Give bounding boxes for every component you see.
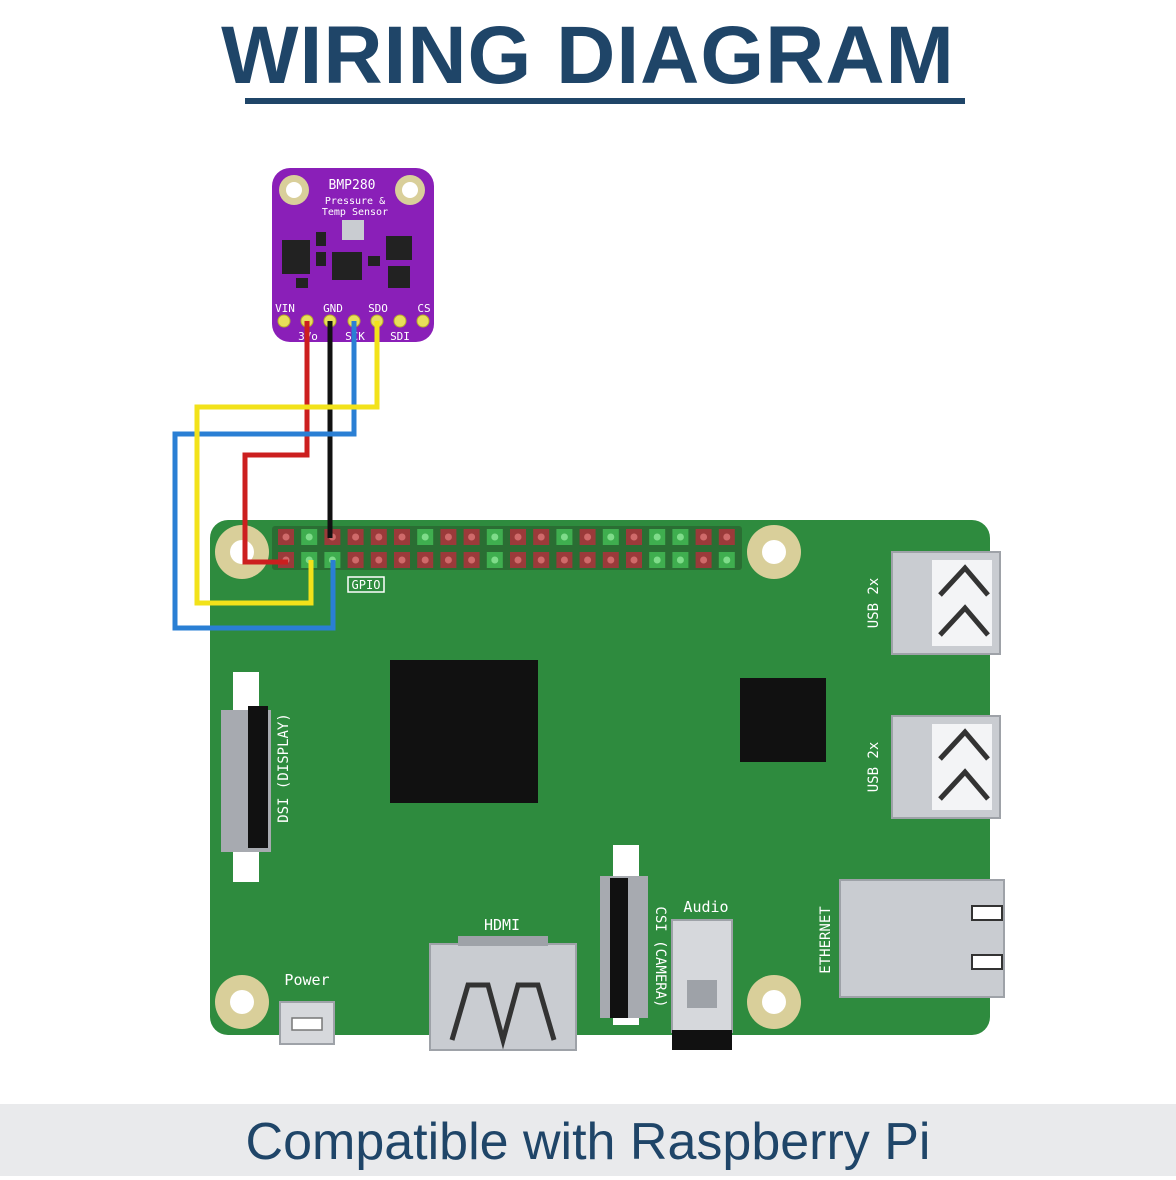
wire-vin xyxy=(242,321,310,565)
gpio-pin-hole xyxy=(444,556,452,564)
gpio-pin-hole xyxy=(700,533,708,541)
gpio-pin-hole xyxy=(398,556,406,564)
sensor-desc-2: Temp Sensor xyxy=(322,207,388,218)
gpio-pin-hole xyxy=(584,556,592,564)
gpio-pin-hole xyxy=(352,556,360,564)
gpio-pin-hole xyxy=(375,556,383,564)
gpio-pin-hole xyxy=(700,556,708,564)
gpio-pin-hole xyxy=(398,533,406,541)
gpio-pin-hole xyxy=(305,533,313,541)
usb-label-1: USB 2x xyxy=(866,578,882,629)
sensor-name: BMP280 xyxy=(329,178,376,193)
gpio-pin-hole xyxy=(514,556,522,564)
gpio-pin-hole xyxy=(375,533,383,541)
gpio-pin-hole xyxy=(676,556,684,564)
gpio-pin-hole xyxy=(514,533,522,541)
gpio-pin-hole xyxy=(723,556,731,564)
gpio-pin-hole xyxy=(468,556,476,564)
csi-connector: CSI (CAMERA) xyxy=(600,845,668,1025)
gpio-label: GPIO xyxy=(352,578,381,592)
footer-caption: Compatible with Raspberry Pi xyxy=(245,1113,931,1171)
gpio-pin-hole xyxy=(282,533,290,541)
pin-label-sdo: SDO xyxy=(368,302,388,315)
gpio-pin-hole xyxy=(676,533,684,541)
dsi-connector: DSI (DISPLAY) xyxy=(221,672,292,882)
gpio-pin-hole xyxy=(352,533,360,541)
ethernet-port: ETHERNET xyxy=(818,879,1005,998)
gpio-pin-hole xyxy=(560,556,568,564)
wires xyxy=(172,321,380,631)
power-label: Power xyxy=(284,971,329,989)
gpio-pin-hole xyxy=(584,533,592,541)
raspberry-pi-board: GPIO DSI (DISPLAY) CSI (CAMERA) USB 2x xyxy=(210,520,1005,1051)
power-port: Power xyxy=(279,971,335,1045)
pin-label-sdi: SDI xyxy=(390,330,410,343)
gpio-pin-hole xyxy=(630,556,638,564)
ethernet-label: ETHERNET xyxy=(818,906,834,974)
gpio-pin-hole xyxy=(723,533,731,541)
gpio-pin-hole xyxy=(491,556,499,564)
gpio-pin-hole xyxy=(653,556,661,564)
gpio-pin-hole xyxy=(630,533,638,541)
audio-jack: Audio xyxy=(671,898,733,1050)
gpio-pin-hole xyxy=(421,556,429,564)
board-pcb xyxy=(210,520,990,1035)
gpio-header: GPIO xyxy=(272,526,742,593)
bmp280-module: BMP280 Pressure & Temp Sensor VIN GND SD… xyxy=(272,168,434,343)
gpio-pin-hole xyxy=(607,533,615,541)
gpio-pin-hole xyxy=(537,556,545,564)
usb-controller-chip xyxy=(740,678,826,762)
wire-sck xyxy=(172,321,357,631)
gpio-pin-hole xyxy=(491,533,499,541)
gpio-pin-hole xyxy=(421,533,429,541)
wire-sdo xyxy=(194,321,380,606)
dsi-label: DSI (DISPLAY) xyxy=(276,713,292,823)
hdmi-label: HDMI xyxy=(484,916,520,934)
usb-port-1: USB 2x xyxy=(866,551,1001,655)
gpio-pin-hole xyxy=(468,533,476,541)
pin-label-vin: VIN xyxy=(275,302,295,315)
sensor-components xyxy=(282,220,412,288)
usb-label-2: USB 2x xyxy=(866,742,882,793)
hdmi-port: HDMI xyxy=(429,916,577,1051)
pin-label-cs: CS xyxy=(417,302,430,315)
gpio-pin-hole xyxy=(537,533,545,541)
footer-band xyxy=(0,1104,1176,1176)
title-underline xyxy=(245,98,965,104)
csi-label: CSI (CAMERA) xyxy=(652,906,668,1007)
gpio-pin-hole xyxy=(444,533,452,541)
gpio-pin-hole xyxy=(560,533,568,541)
audio-label: Audio xyxy=(683,898,728,916)
soc-chip xyxy=(390,660,538,803)
gpio-pin-hole xyxy=(607,556,615,564)
pin-label-gnd: GND xyxy=(323,302,343,315)
gpio-pin-hole xyxy=(653,533,661,541)
usb-port-2: USB 2x xyxy=(866,715,1001,819)
page-title: WIRING DIAGRAM xyxy=(221,10,955,101)
sensor-desc-1: Pressure & xyxy=(325,196,385,207)
sensor-pins xyxy=(277,314,430,328)
